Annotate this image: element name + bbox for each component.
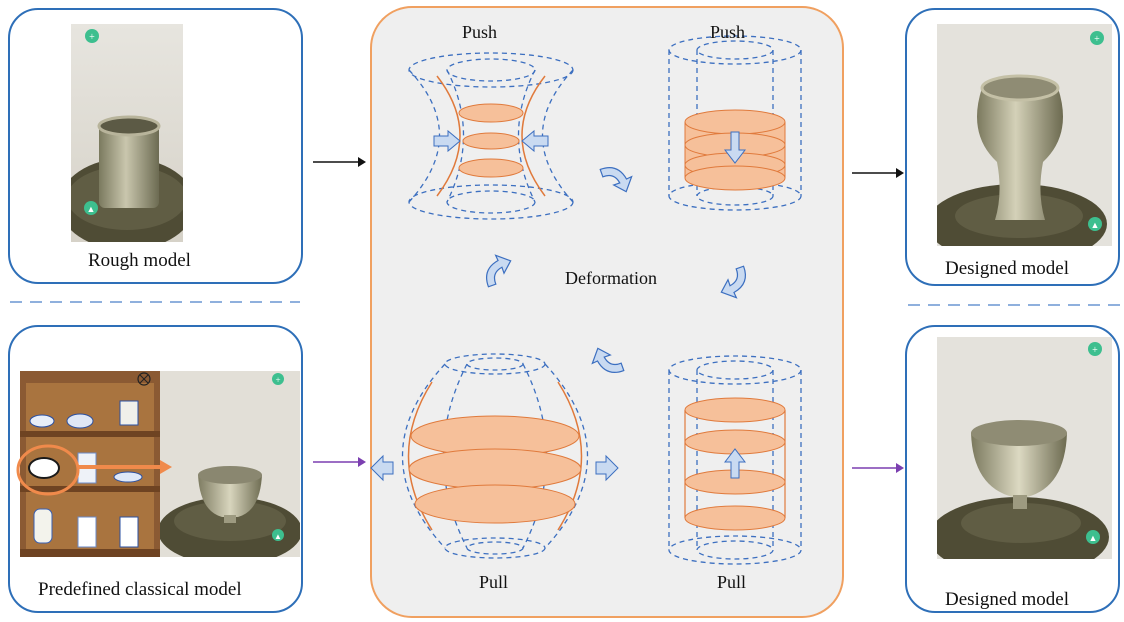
add-icon[interactable]: + (1090, 31, 1104, 45)
designed-bowl-image: + ▲ (937, 337, 1112, 559)
predefined-model-panel: + ▲ Predefined classical model (8, 325, 303, 613)
push-arrow-icon (433, 129, 549, 153)
add-icon[interactable]: + (1088, 342, 1102, 356)
pull-right-label: Pull (717, 572, 747, 592)
fire-icon[interactable]: ▲ (272, 529, 284, 541)
pull-arrow-icon (723, 448, 747, 479)
designed-model-bottom-panel: + ▲ Designed model (905, 325, 1120, 613)
arrow-deform-to-designed-top (852, 168, 904, 178)
push-right-label: Push (710, 22, 746, 42)
arrow-predefined-to-deform (313, 457, 366, 467)
pull-cylinder-figure (668, 355, 802, 565)
pull-left-label: Pull (479, 572, 509, 592)
push-cylinder-figure (668, 35, 802, 211)
fire-icon[interactable]: ▲ (1086, 530, 1100, 544)
rough-model-image: + ▲ (71, 24, 183, 242)
rough-model-caption: Rough model (88, 250, 191, 271)
arrow-deform-to-designed-bottom (852, 463, 904, 473)
svg-text:▲: ▲ (1091, 220, 1100, 230)
push-arrow-icon (723, 131, 747, 164)
svg-text:▲: ▲ (274, 532, 282, 541)
svg-text:▲: ▲ (1089, 533, 1098, 543)
designed-model-bottom-caption: Designed model (945, 589, 1070, 610)
designed-vase-image: + ▲ (937, 24, 1112, 246)
svg-text:+: + (89, 32, 95, 43)
close-icon[interactable] (137, 372, 151, 386)
push-left-label: Push (462, 22, 498, 42)
deformation-label: Deformation (565, 268, 657, 288)
pull-barrel-figure (401, 353, 589, 559)
svg-text:+: + (1092, 345, 1098, 356)
predefined-model-caption: Predefined classical model (38, 579, 242, 600)
svg-text:▲: ▲ (87, 204, 96, 214)
fire-icon[interactable]: ▲ (84, 201, 98, 215)
svg-text:+: + (275, 375, 280, 385)
svg-text:+: + (1094, 34, 1100, 45)
fire-icon[interactable]: ▲ (1088, 217, 1102, 231)
pull-arrow-icon (370, 454, 619, 482)
selection-highlight (16, 444, 172, 496)
rough-model-panel: + ▲ Rough model (8, 8, 303, 284)
add-icon[interactable]: + (272, 373, 284, 385)
designed-model-top-caption: Designed model (945, 258, 1070, 279)
arrow-rough-to-deform (313, 157, 366, 167)
designed-model-top-panel: + ▲ Designed model (905, 8, 1120, 286)
add-icon[interactable]: + (85, 29, 99, 43)
predefined-bowl-image: + ▲ (160, 371, 300, 557)
